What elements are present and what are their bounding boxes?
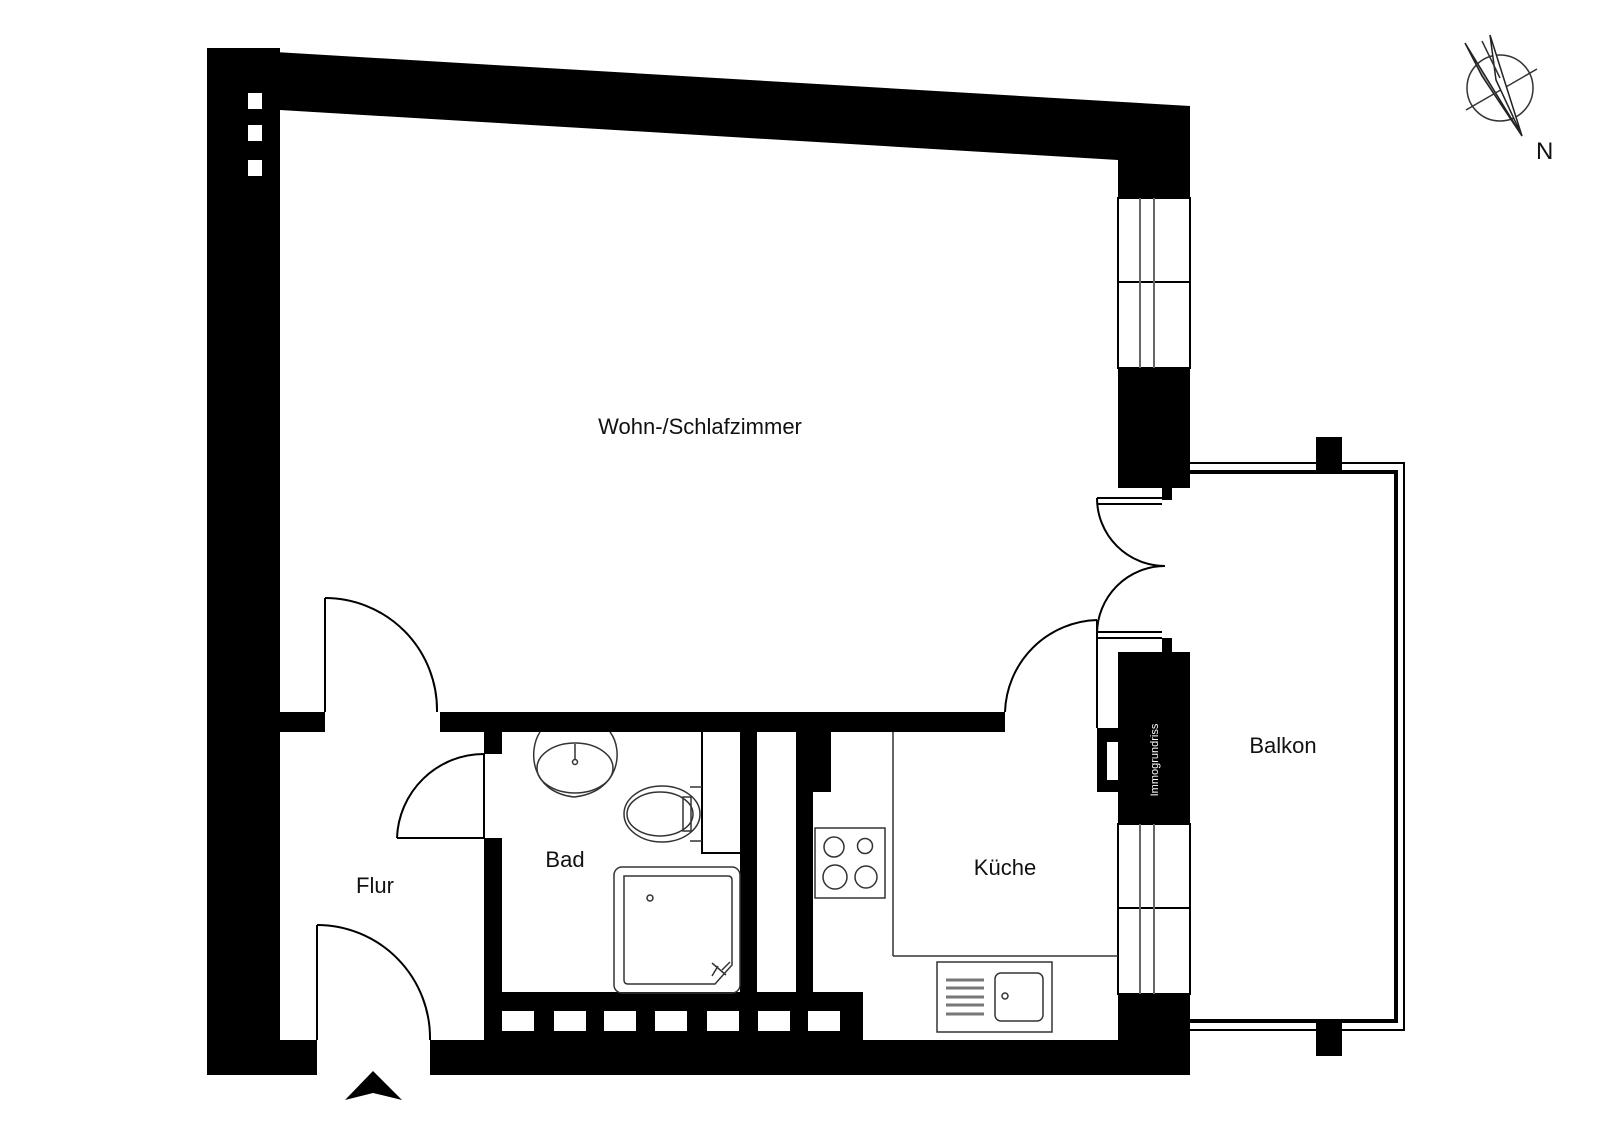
- north-arrow-icon: [1464, 34, 1538, 137]
- wall-vents: [248, 93, 262, 176]
- exterior-walls: [207, 48, 1190, 1075]
- window-upper: [1117, 197, 1191, 369]
- kitchen-sink-icon: [936, 961, 1053, 1033]
- room-label-hallway: Flur: [356, 873, 394, 898]
- bath-fixtures: [533, 731, 741, 994]
- window-lower: [1117, 823, 1191, 995]
- door-swings: [316, 497, 1166, 1041]
- watermark-text: Immogrundriss: [1149, 723, 1161, 797]
- entrance-arrow-icon: [345, 1071, 402, 1100]
- room-label-balcony: Balkon: [1249, 733, 1317, 758]
- north-label: N: [1536, 138, 1554, 165]
- toilet-icon: [623, 785, 701, 843]
- kitchen-fixtures: [814, 732, 1118, 1033]
- room-label-kitchen: Küche: [973, 855, 1037, 880]
- balcony: [1190, 437, 1405, 1056]
- cooktop-icon: [814, 827, 886, 899]
- installation-shaft: [701, 732, 740, 854]
- shower-tray-icon: [613, 866, 741, 994]
- sink-icon: [533, 731, 618, 798]
- room-label-bathroom: Bad: [545, 847, 585, 872]
- room-label-living-bedroom: Wohn-/Schlafzimmer: [598, 414, 802, 439]
- bottom-wall-vents: [502, 1011, 840, 1031]
